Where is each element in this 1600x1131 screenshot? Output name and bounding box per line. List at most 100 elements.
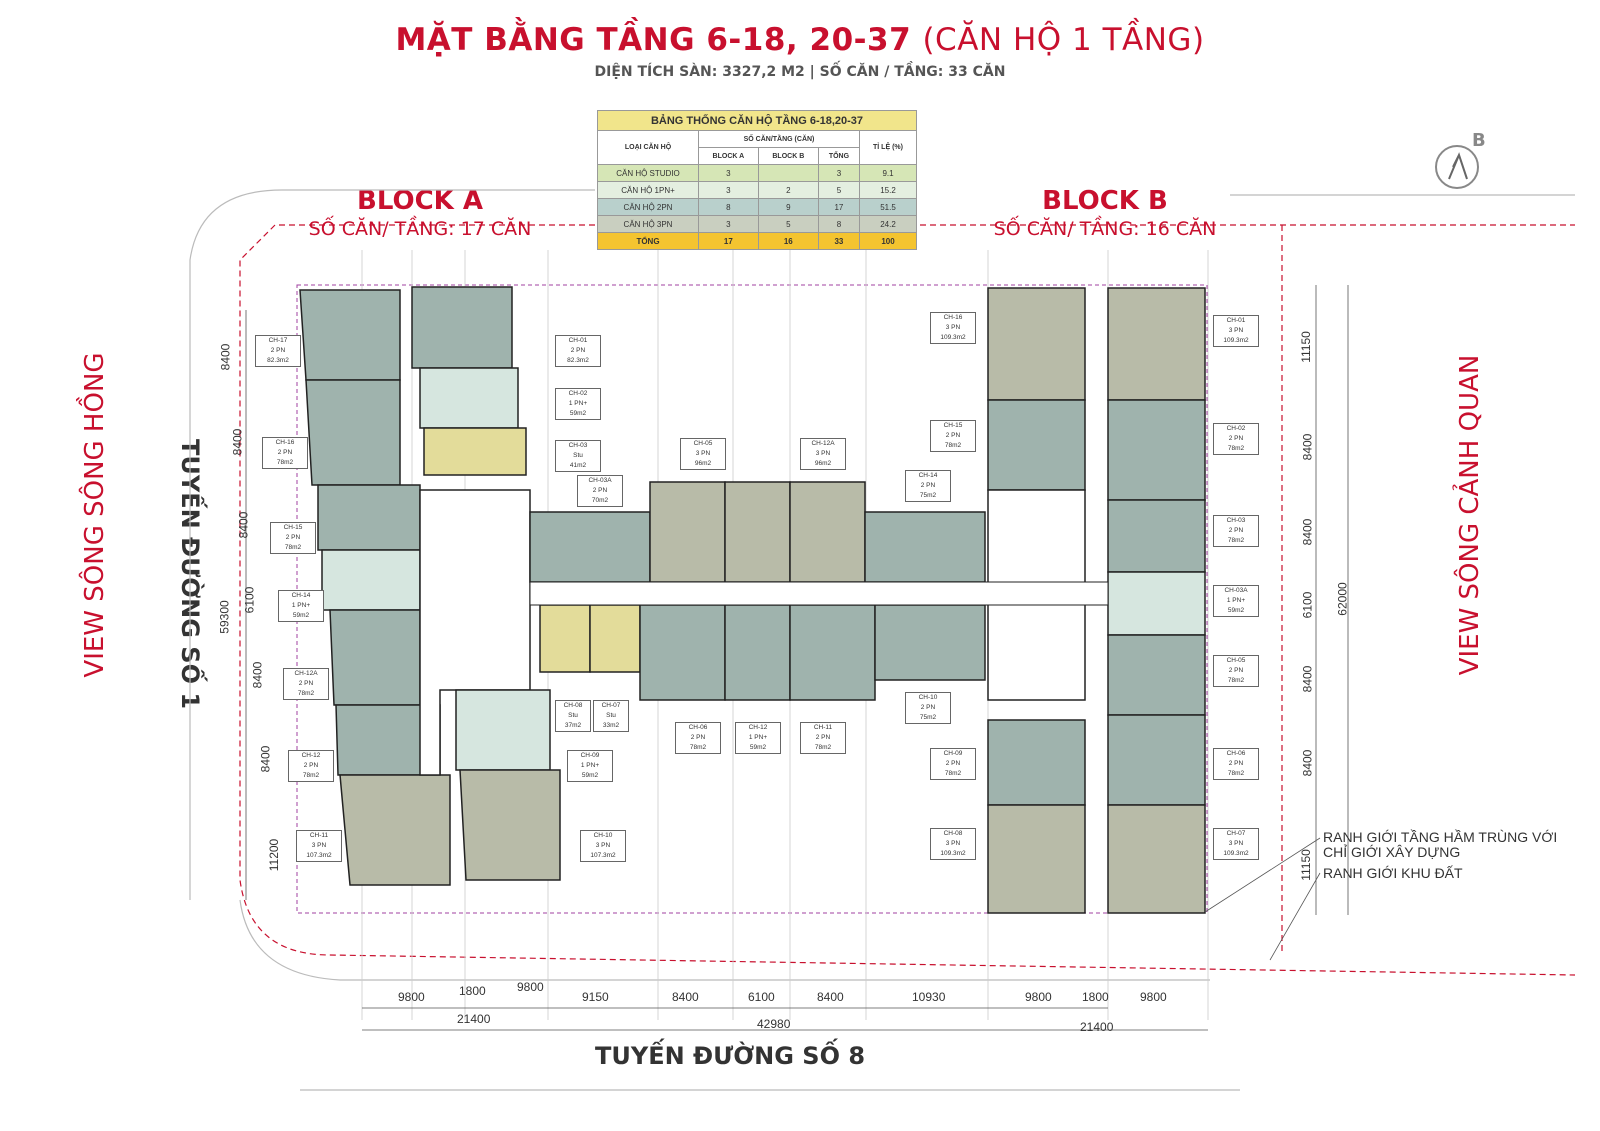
page-title: MẶT BẰNG TẦNG 6-18, 20-37 (CĂN HỘ 1 TẦNG… [0,22,1600,58]
unit-ch-05 [649,481,726,583]
col-ratio-header: TỈ LỆ (%) [859,130,917,165]
dim-total-label: 21400 [457,1012,491,1026]
dim-label: 9800 [398,990,425,1004]
cell-ratio: 9.1 [859,164,917,182]
unit-ch-03 [423,427,527,476]
table-row-total: TỔNG 17 16 33 100 [597,232,917,250]
cell-b: 9 [757,198,819,216]
dim-label: 8400 [817,990,844,1004]
unit-b-ch-15 [987,399,1086,491]
dim-label: 9800 [1025,990,1052,1004]
dim-label: 8400 [236,511,251,539]
legend-line-1: RANH GIỚI TẦNG HẦM TRÙNG VỚI [1323,829,1558,845]
table-row: CĂN HỘ 2PN 8 9 17 51.5 [597,198,917,216]
page-subtitle: DIỆN TÍCH SÀN: 3327,2 M2 | SỐ CĂN / TẦNG… [594,64,1006,80]
dim-label: 8400 [258,745,273,773]
unit-b-ch-16 [987,287,1086,401]
dim-label: 1800 [1082,990,1109,1004]
unit-ch-10-b [874,604,986,681]
dim-label: 9800 [1140,990,1167,1004]
dim-label: 6100 [242,586,257,614]
unit-b-ch-09 [987,719,1086,806]
unit-ch-12a-b [789,481,866,583]
legend: RANH GIỚI TẦNG HẦM TRÙNG VỚI CHỈ GIỚI XÂ… [1323,830,1557,881]
unit-ch-09 [455,689,551,771]
dim-label: 8400 [672,990,699,1004]
unit-b-ch-03a [1107,571,1206,636]
cell-total: 33 [817,232,861,250]
cell-a: 3 [698,181,759,199]
central-north [529,481,986,583]
table-row: CĂN HỘ 3PN 3 5 8 24.2 [597,215,917,233]
dim-label: 9150 [582,990,609,1004]
unit-b-ch-07 [1107,804,1206,914]
cell-a: 17 [698,232,759,250]
unit-b-ch-06 [1107,714,1206,806]
unit-ch-10 [459,769,561,881]
cell-b: 16 [757,232,819,250]
site-boundary [189,189,1575,1091]
dim-label: 8400 [218,343,233,371]
cell-total: 8 [817,215,861,233]
unit-ch-16 [305,379,401,486]
block-a-title: BLOCK A [357,186,483,216]
dim-label: 10930 [912,990,946,1004]
block-b-east [1107,287,1206,914]
unit-statistics-table: BẢNG THỐNG CĂN HỘ TẦNG 6-18,20-37 LOẠI C… [597,110,917,250]
dim-label: 8400 [1300,433,1315,461]
dim-label: 11200 [267,838,282,872]
cell-a: 3 [698,215,759,233]
dim-label: 11150 [1298,849,1313,881]
block-a-east [411,286,561,881]
table-row: CĂN HỘ 1PN+ 3 2 5 15.2 [597,181,917,199]
cell-type: CĂN HỘ STUDIO [597,164,699,182]
unit-ch-02 [419,367,519,429]
dim-label: 8400 [1300,665,1315,693]
table-title: BẢNG THỐNG CĂN HỘ TẦNG 6-18,20-37 [597,110,917,131]
cell-total: 17 [817,198,861,216]
unit-ch-03a [529,511,651,583]
dim-total-label: 42980 [757,1017,791,1031]
cell-ratio: 100 [859,232,917,250]
cell-type: TỔNG [597,232,699,250]
unit-b-ch-01 [1107,287,1206,401]
dim-label: 6100 [748,990,775,1004]
title-sub: (CĂN HỘ 1 TẦNG) [922,22,1205,58]
unit-ch-12-c [724,604,791,701]
legend-line-2: CHỈ GIỚI XÂY DỰNG [1323,844,1461,860]
corridor [529,581,1109,606]
dim-label: 8400 [230,428,245,456]
unit-ch-core-n [724,481,791,583]
unit-b-ch-08 [987,804,1086,914]
unit-ch-14 [321,549,421,611]
unit-ch-12a [329,609,421,706]
cell-ratio: 24.2 [859,215,917,233]
legend-leaders [1204,837,1321,961]
unit-b-ch-05 [1107,634,1206,716]
unit-ch-07 [589,604,641,673]
block-b-west [987,287,1086,914]
